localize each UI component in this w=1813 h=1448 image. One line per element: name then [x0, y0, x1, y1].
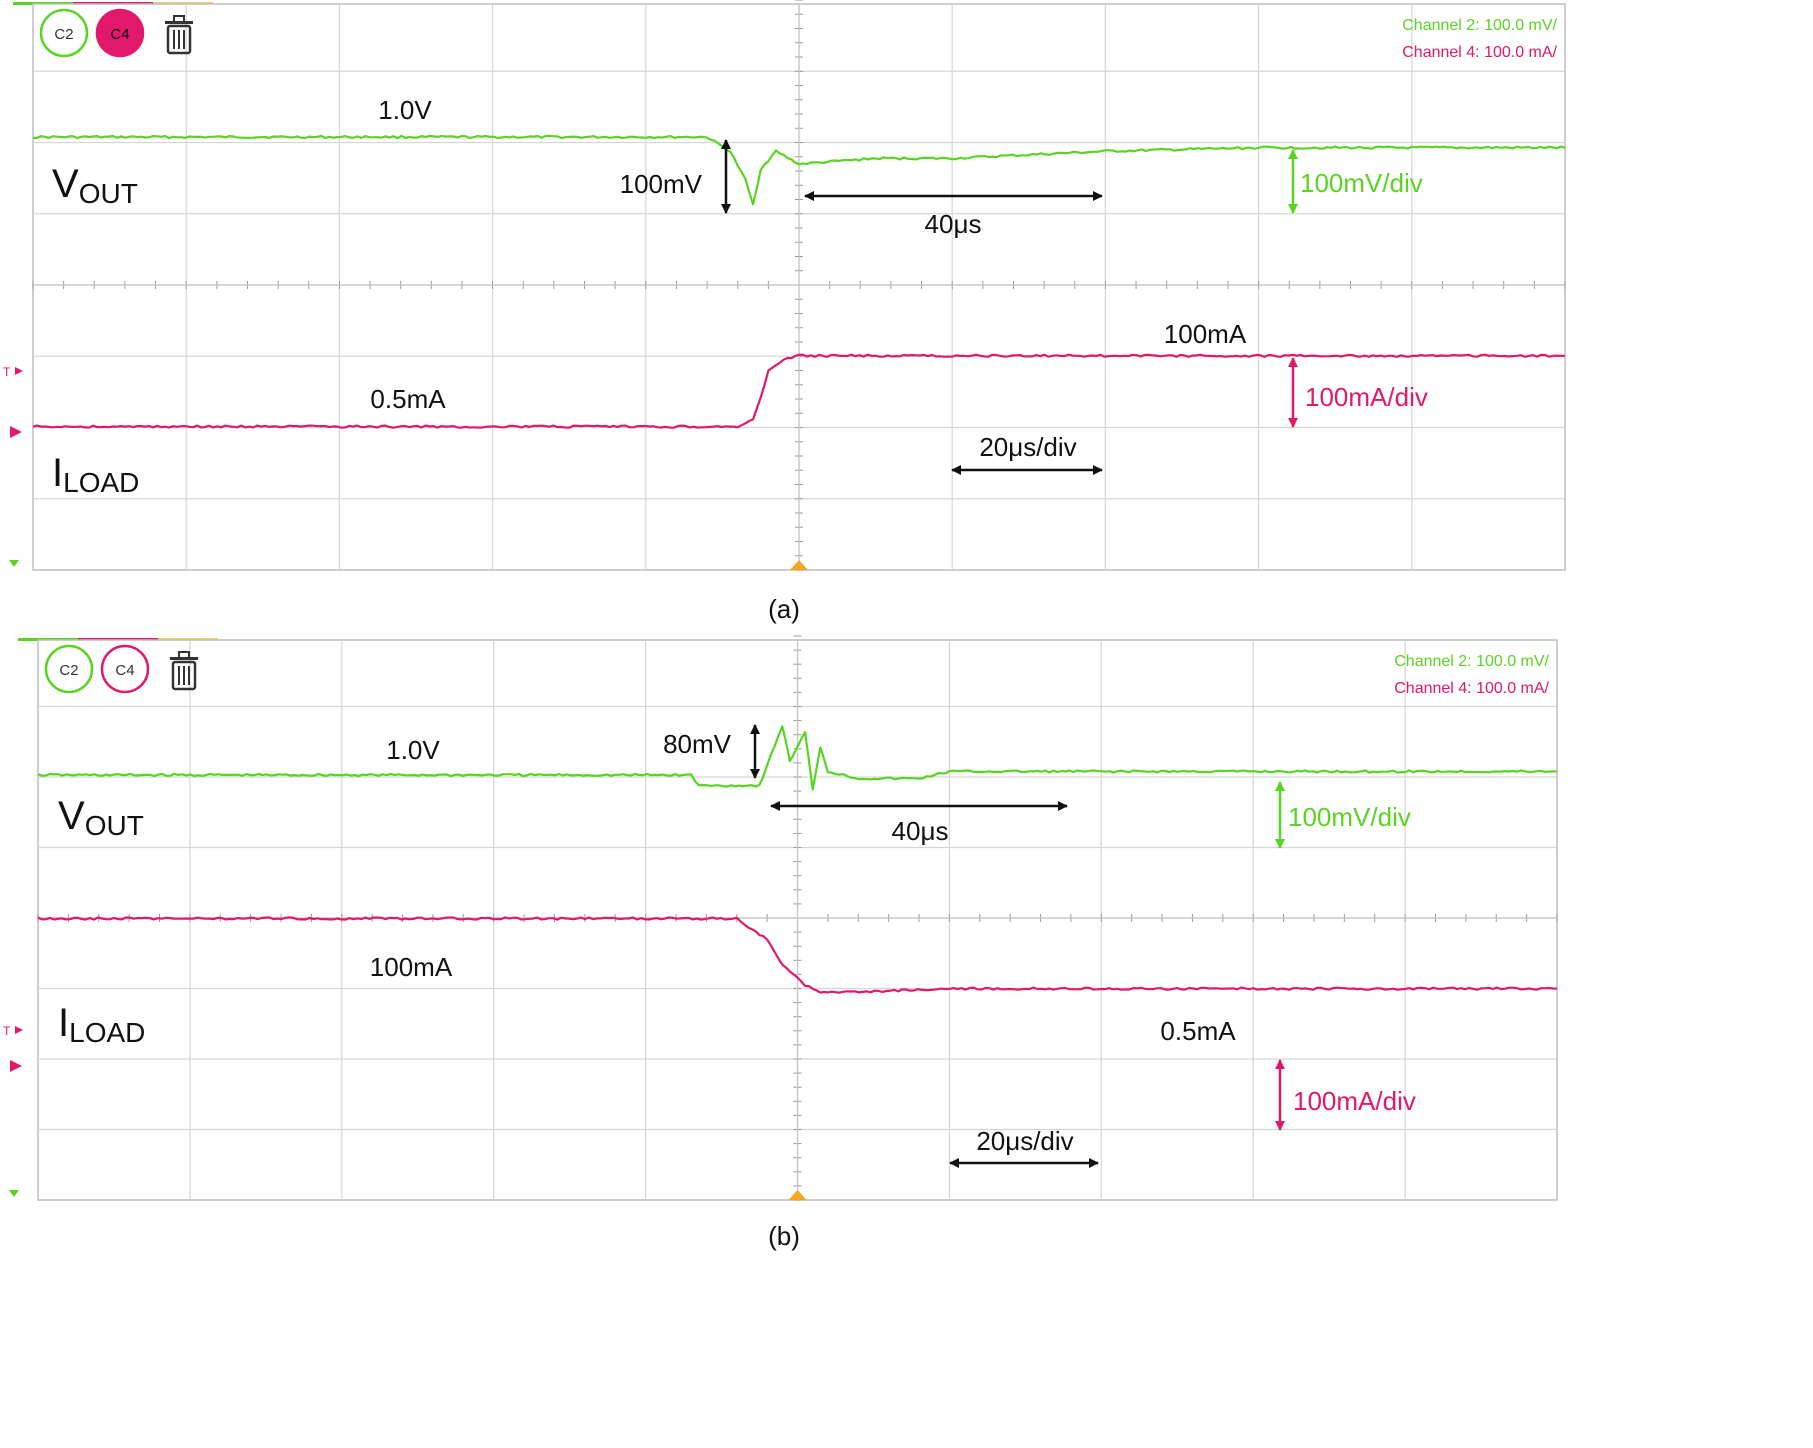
trigger-position-marker [790, 560, 808, 570]
vout-scale-label: 100mV/div [1288, 802, 1411, 832]
iload-final-label: 100mA [1164, 319, 1247, 349]
channel-4-ground-marker [10, 426, 22, 438]
iload-scale-label: 100mA/div [1305, 382, 1428, 412]
scope-panel-b: C2 C4 Channel 2: 100.0 mV/Channel 4: 100.0… [3, 635, 1558, 1251]
channel-4-button[interactable]: C4 [100, 644, 150, 694]
trash-icon[interactable] [165, 15, 193, 55]
iload-trace [32, 353, 1565, 429]
channel-4-button-ring[interactable] [95, 8, 145, 58]
vout-label-subscript: OUT [85, 810, 144, 841]
channel-4-readout: Channel 4: 100.0 mA/ [1402, 44, 1557, 61]
channel-2-button-label: C2 [59, 662, 78, 679]
vout-level-label: 1.0V [386, 735, 440, 765]
panel-caption: (a) [768, 594, 800, 624]
trash-body [171, 660, 197, 691]
time-scale-label: 20μs/div [979, 432, 1076, 462]
channel-2-button[interactable]: C2 [39, 8, 89, 58]
iload-final-label: 0.5mA [1160, 1016, 1236, 1046]
iload-trace [37, 916, 1558, 994]
trigger-position-marker [788, 1190, 807, 1200]
channel-2-readout: Channel 2: 100.0 mV/ [1402, 17, 1557, 34]
trash-handle [178, 651, 190, 659]
vout-deviation-label: 100mV [620, 169, 703, 199]
trigger-level-arrow [15, 367, 23, 375]
iload-signal-label: ILOAD [52, 451, 139, 498]
iload-label-main: I [52, 451, 63, 495]
iload-scale-label: 100mA/div [1293, 1086, 1416, 1116]
channel-2-button-ring[interactable] [44, 644, 94, 694]
vout-deviation-label: 80mV [663, 729, 732, 759]
iload-signal-label: ILOAD [58, 1001, 145, 1048]
trigger-level-arrow [15, 1026, 23, 1034]
panel-caption: (b) [768, 1221, 800, 1251]
channel-2-button-ring[interactable] [39, 8, 89, 58]
iload-initial-label: 100mA [370, 952, 453, 982]
iload-label-subscript: LOAD [69, 1017, 145, 1048]
time-scale-label: 20μs/div [976, 1126, 1073, 1156]
vout-label-main: V [52, 162, 79, 206]
trigger-level-marker: T [3, 1024, 11, 1038]
vout-signal-label: VOUT [52, 162, 138, 209]
channel-4-button-label: C4 [110, 26, 129, 43]
channel-2-button-label: C2 [54, 26, 73, 43]
vout-trace [33, 134, 1566, 206]
channel-2-readout: Channel 2: 100.0 mV/ [1394, 653, 1549, 670]
channel-2-button[interactable]: C2 [44, 644, 94, 694]
vout-signal-label: VOUT [58, 794, 144, 841]
recovery-time-label: 40μs [892, 816, 949, 846]
trigger-level-marker: T [3, 365, 11, 379]
scope-panel-a: C2 C4 Channel 2: 100.0 mV/Channel 4: 100.0… [3, 0, 1566, 624]
vout-label-subscript: OUT [79, 178, 138, 209]
iload-initial-label: 0.5mA [370, 384, 446, 414]
iload-label-main: I [58, 1001, 69, 1045]
vout-level-label: 1.0V [378, 95, 432, 125]
channel-4-button-ring[interactable] [100, 644, 150, 694]
channel-4-readout: Channel 4: 100.0 mA/ [1394, 680, 1549, 697]
channel-4-ground-marker [10, 1060, 22, 1072]
channel-2-ground-marker [9, 560, 19, 567]
recovery-time-label: 40μs [925, 209, 982, 239]
vout-scale-label: 100mV/div [1300, 168, 1423, 198]
channel-4-button-label: C4 [115, 662, 134, 679]
iload-label-subscript: LOAD [63, 467, 139, 498]
trash-handle [173, 15, 185, 23]
vout-trace [37, 725, 1558, 791]
trash-icon[interactable] [170, 651, 198, 691]
trash-body [166, 24, 192, 55]
channel-4-button[interactable]: C4 [95, 8, 145, 58]
vout-label-main: V [58, 794, 85, 838]
channel-2-ground-marker [9, 1190, 19, 1197]
